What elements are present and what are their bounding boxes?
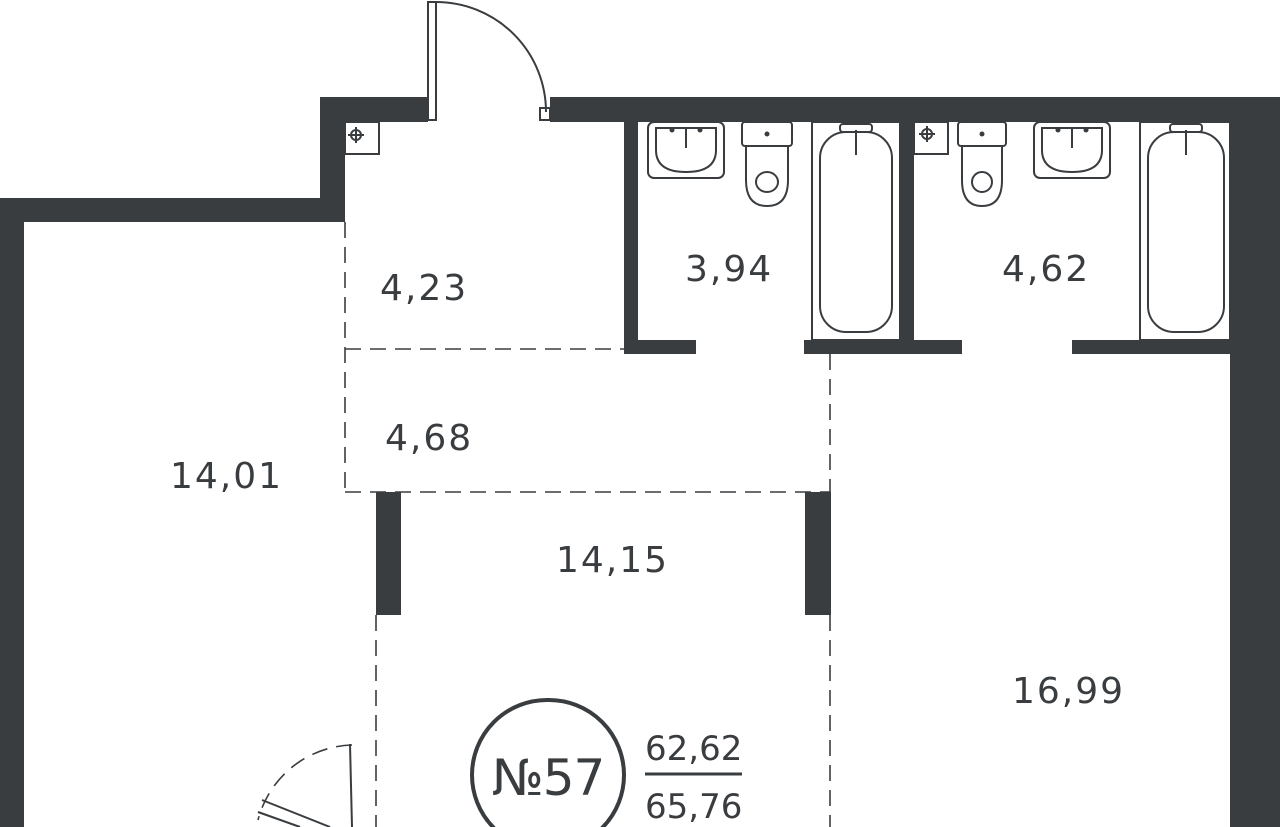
- room-area-hall: 4,23: [380, 268, 468, 309]
- entrance-door: [419, 1, 551, 121]
- apartment-number: №57: [492, 749, 605, 807]
- room-area-bath1: 3,94: [685, 249, 773, 290]
- sink-icon: [647, 121, 725, 179]
- room-area-left: 14,01: [170, 456, 283, 497]
- balcony-door: [257, 743, 353, 827]
- wall-bath2-bottom: [1072, 340, 1232, 354]
- zone-boundaries: [344, 222, 831, 827]
- pillar-right: [805, 492, 831, 615]
- wall-between-baths: [900, 122, 914, 354]
- wall-top-door-left: [320, 97, 428, 122]
- vent-shaft-2: [913, 121, 949, 155]
- door-jamb-right: [539, 107, 551, 121]
- wall-right: [1230, 97, 1280, 827]
- room-area-right: 16,99: [1012, 671, 1125, 712]
- toilet-icon: [957, 121, 1007, 208]
- wall-bath1-left: [624, 122, 638, 354]
- room-area-living: 14,15: [556, 540, 669, 581]
- interior-walls: [376, 122, 1232, 615]
- door-jamb-left: [419, 99, 429, 121]
- pillar-left: [376, 492, 401, 615]
- apartment-living-area: 62,62: [645, 729, 742, 769]
- wall-bath1-bottom-left: [624, 340, 696, 354]
- toilet-icon: [741, 121, 793, 208]
- room-area-bath2: 4,62: [1002, 249, 1090, 290]
- bathtub-icon: [811, 121, 901, 341]
- wall-bath1-bottom-right: [804, 340, 962, 354]
- door-swing-arc: [435, 1, 547, 113]
- wall-top-right: [550, 97, 1280, 122]
- room-area-corridor: 4,68: [385, 418, 473, 459]
- outer-walls: [0, 97, 1280, 827]
- apartment-number-ring: [470, 698, 626, 827]
- sink-icon: [1033, 121, 1111, 179]
- apartment-total-area: 65,76: [645, 787, 742, 827]
- door-leaf: [427, 1, 437, 121]
- bathtub-icon: [1139, 121, 1231, 341]
- apartment-badge: №57 62,62 65,76: [470, 698, 742, 827]
- wall-left: [0, 198, 24, 827]
- wall-top-left: [0, 198, 345, 222]
- vent-shaft-1: [344, 121, 380, 155]
